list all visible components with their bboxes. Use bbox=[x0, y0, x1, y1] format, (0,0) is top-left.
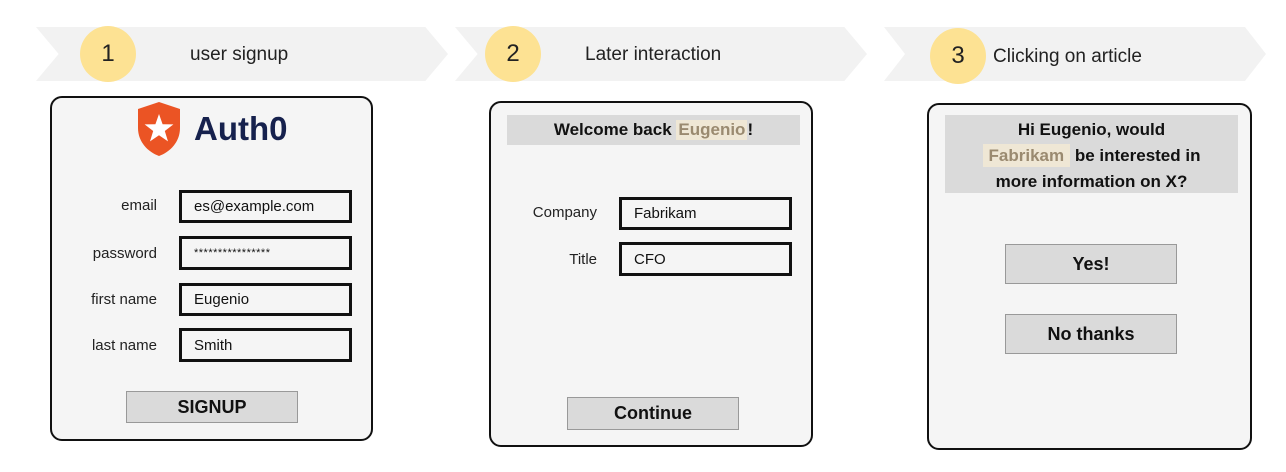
step-2-label: Later interaction bbox=[585, 44, 722, 65]
auth0-logo-icon bbox=[138, 102, 180, 156]
last-name-label: last name bbox=[91, 337, 157, 354]
yes-button[interactable]: Yes! bbox=[1005, 244, 1177, 284]
company-field[interactable]: Fabrikam bbox=[619, 197, 792, 230]
company-label: Company bbox=[532, 204, 597, 221]
first-name-field[interactable]: Eugenio bbox=[179, 283, 352, 316]
welcome-banner: Welcome back Eugenio! bbox=[507, 115, 800, 145]
title-field[interactable]: CFO bbox=[619, 242, 792, 276]
continue-button[interactable]: Continue bbox=[567, 397, 739, 430]
step-2-number: 2 bbox=[485, 26, 541, 82]
prompt-line-2-suffix: be interested in bbox=[1070, 146, 1201, 165]
step-3-number: 3 bbox=[930, 28, 986, 84]
email-label: email bbox=[121, 197, 157, 214]
step-1-number: 1 bbox=[80, 26, 136, 82]
password-label: password bbox=[92, 245, 157, 262]
welcome-suffix: ! bbox=[747, 120, 754, 139]
step-1-label: user signup bbox=[190, 44, 289, 65]
prompt-company-name: Fabrikam bbox=[982, 144, 1071, 167]
title-label: Title bbox=[569, 251, 597, 268]
password-field[interactable]: **************** bbox=[179, 236, 352, 270]
no-thanks-button[interactable]: No thanks bbox=[1005, 314, 1177, 354]
first-name-label: first name bbox=[91, 291, 157, 308]
email-field[interactable]: es@example.com bbox=[179, 190, 352, 223]
welcome-user-name: Eugenio bbox=[676, 120, 748, 140]
prompt-line-3: more information on X? bbox=[995, 172, 1188, 191]
prompt-line-1: Hi Eugenio, would bbox=[1017, 120, 1166, 139]
article-prompt-banner: Hi Eugenio, would Fabrikam be interested… bbox=[945, 115, 1238, 193]
prompt-line-2: Fabrikam be interested in bbox=[945, 143, 1238, 169]
step-3-label: Clicking on article bbox=[993, 46, 1142, 67]
auth0-logo-text: Auth0 bbox=[194, 110, 288, 147]
last-name-field[interactable]: Smith bbox=[179, 328, 352, 362]
signup-button[interactable]: SIGNUP bbox=[126, 391, 298, 423]
welcome-prefix: Welcome back bbox=[553, 120, 677, 139]
